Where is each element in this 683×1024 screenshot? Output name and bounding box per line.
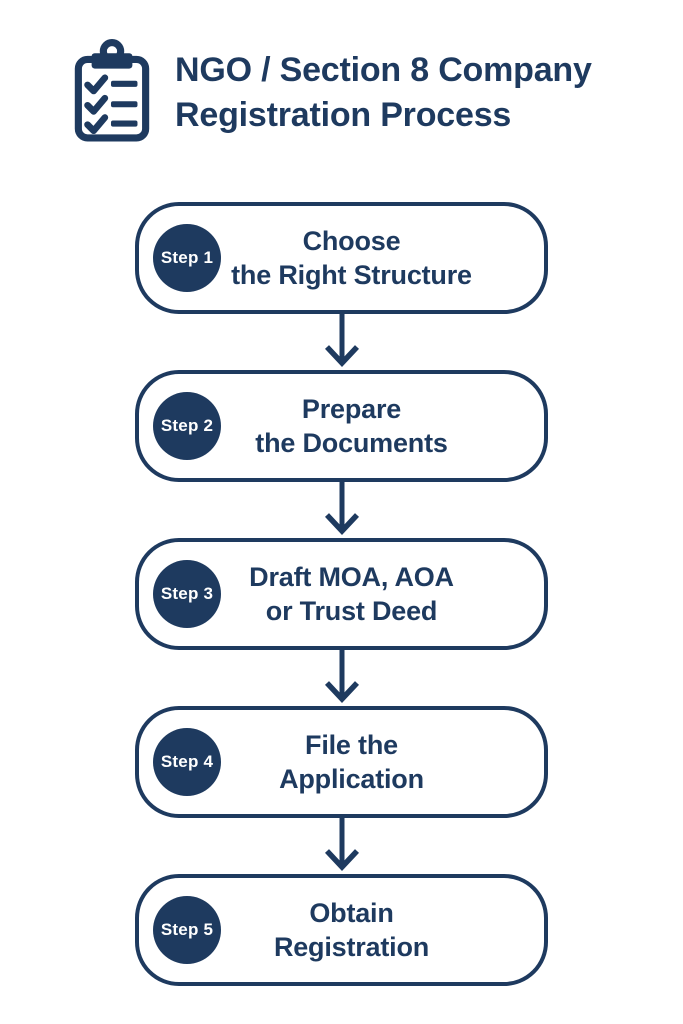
step-label-line-1: Choose bbox=[302, 226, 401, 256]
step-box-3: Step 3 Draft MOA, AOA or Trust Deed bbox=[135, 538, 548, 650]
step-badge: Step 3 bbox=[153, 560, 221, 628]
step-badge: Step 1 bbox=[153, 224, 221, 292]
step-label-line-2: the Right Structure bbox=[231, 260, 472, 290]
page-title: NGO / Section 8 Company Registration Pro… bbox=[175, 48, 592, 138]
step-label-line-1: Obtain bbox=[309, 898, 394, 928]
step-badge: Step 4 bbox=[153, 728, 221, 796]
step-badge-label: Step 4 bbox=[160, 752, 214, 771]
step-box-1: Step 1 Choose the Right Structure bbox=[135, 202, 548, 314]
step-badge: Step 5 bbox=[153, 896, 221, 964]
arrow-down-icon bbox=[324, 818, 359, 872]
step-badge: Step 2 bbox=[153, 392, 221, 460]
step-box-4: Step 4 File the Application bbox=[135, 706, 548, 818]
step-label-line-1: Draft MOA, AOA bbox=[249, 562, 454, 592]
step-badge-label: Step 1 bbox=[160, 248, 214, 267]
step-label-line-1: File the bbox=[305, 730, 398, 760]
step-label-line-2: Registration bbox=[273, 932, 430, 962]
step-label: Prepare the Documents bbox=[149, 374, 554, 478]
step-badge-label: Step 2 bbox=[160, 416, 214, 435]
step-label: Choose the Right Structure bbox=[149, 206, 554, 310]
step-label-line-1: Prepare bbox=[301, 394, 402, 424]
clipboard-checklist-icon bbox=[74, 39, 150, 142]
step-label-line-2: or Trust Deed bbox=[265, 596, 438, 626]
step-box-5: Step 5 Obtain Registration bbox=[135, 874, 548, 986]
step-label-line-2: Application bbox=[279, 764, 424, 794]
step-badge-label: Step 5 bbox=[160, 920, 214, 939]
step-label: File the Application bbox=[149, 710, 554, 814]
arrow-down-icon bbox=[324, 482, 359, 536]
page-title-line-2: Registration Process bbox=[175, 96, 512, 134]
step-box-2: Step 2 Prepare the Documents bbox=[135, 370, 548, 482]
step-label: Obtain Registration bbox=[149, 878, 554, 982]
arrow-down-icon bbox=[324, 314, 359, 368]
step-label-line-2: the Documents bbox=[255, 428, 448, 458]
process-flow: Step 1 Choose the Right Structure Step 2… bbox=[135, 202, 548, 986]
step-label: Draft MOA, AOA or Trust Deed bbox=[149, 542, 554, 646]
step-badge-label: Step 3 bbox=[160, 584, 214, 603]
arrow-down-icon bbox=[324, 650, 359, 704]
page-title-line-1: NGO / Section 8 Company bbox=[175, 51, 592, 89]
